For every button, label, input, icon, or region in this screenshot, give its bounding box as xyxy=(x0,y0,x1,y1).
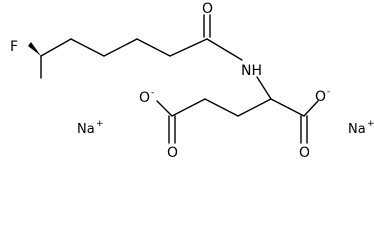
chemical-structure: F O NH O - O O - O Na + Na + xyxy=(10,1,374,161)
alpha-acid-oxygen-label: O xyxy=(299,145,310,161)
bond-alpha-carboxyl xyxy=(270,98,305,117)
bond-chain-4 xyxy=(136,38,171,57)
side-chain-oxygen-label: O xyxy=(167,145,178,161)
bond-n-alpha xyxy=(256,76,272,100)
bond-alpha-beta xyxy=(237,98,272,117)
alpha-acid-oxygen-charge: - xyxy=(327,87,330,97)
bond-gamma-delta xyxy=(171,98,206,117)
side-chain-oxygen-charge: - xyxy=(151,88,154,98)
sodium-right-label: Na xyxy=(348,122,366,137)
sodium-right-charge: + xyxy=(367,119,374,129)
amide-oxygen-label: O xyxy=(202,1,213,17)
wedge-bond-c-f xyxy=(28,42,41,56)
bond-chain-5 xyxy=(169,38,208,57)
bond-chain-2 xyxy=(70,38,105,57)
amide-nitrogen-label: NH xyxy=(241,63,262,79)
sodium-left-charge: + xyxy=(96,119,104,129)
sodium-left-label: Na xyxy=(77,122,95,137)
bond-chain-3 xyxy=(103,38,138,57)
fluorine-label: F xyxy=(10,39,18,55)
bond-beta-gamma xyxy=(204,98,239,117)
alpha-acid-oxygen-minus-label: O xyxy=(315,89,326,105)
side-chain-oxygen-minus-label: O xyxy=(139,90,150,106)
bond-chain-1 xyxy=(40,38,72,57)
bond-carboxyl-ominus xyxy=(303,100,319,117)
bond-side-ominus xyxy=(156,100,173,117)
bond-amide-cn xyxy=(206,38,243,61)
